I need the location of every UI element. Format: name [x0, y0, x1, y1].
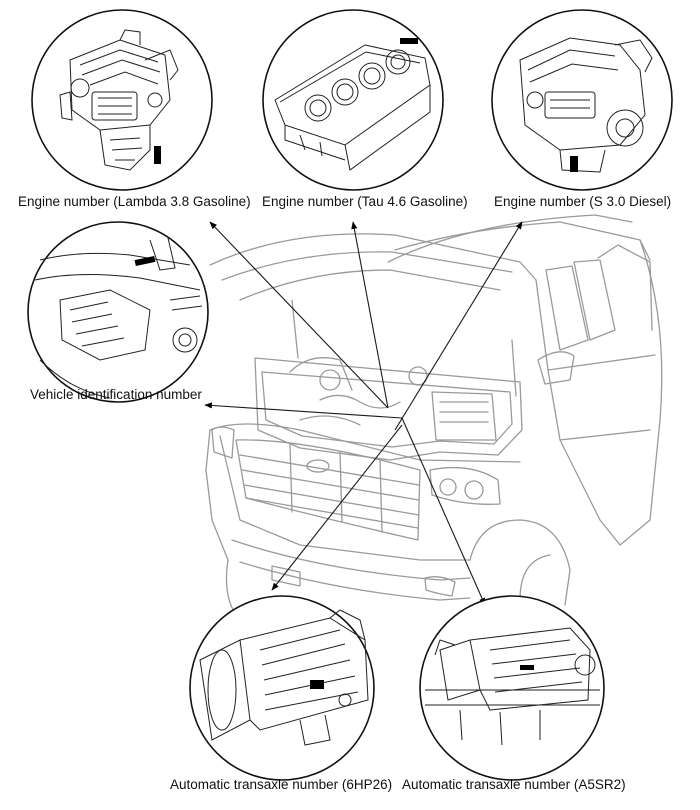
leader-line-vin — [204, 402, 403, 419]
label-engine-tau: Engine number (Tau 4.6 Gasoline) — [262, 194, 468, 209]
label-transaxle-6hp26: Automatic transaxle number (6HP26) — [170, 777, 393, 792]
engine-lambda-inset — [31, 9, 213, 191]
engine-number-marker-tau — [400, 38, 418, 44]
engine-number-marker-s30 — [570, 156, 578, 172]
engine-s30-inset — [491, 9, 673, 191]
leader-line-tau — [351, 221, 389, 409]
leader-lines — [204, 221, 523, 606]
label-vin: Vehicle identification number — [30, 387, 202, 402]
vehicle-illustration — [205, 214, 663, 621]
leader-line-lambda — [209, 221, 389, 409]
label-engine-lambda: Engine number (Lambda 3.8 Gasoline) — [18, 194, 251, 209]
leader-line-s30 — [394, 221, 523, 431]
vin-marker — [134, 255, 156, 267]
label-transaxle-a5sr2: Automatic transaxle number (A5SR2) — [402, 777, 626, 792]
transaxle-number-marker-a5sr2 — [520, 665, 534, 670]
vin-inset — [27, 221, 209, 403]
label-engine-s30: Engine number (S 3.0 Diesel) — [494, 194, 672, 209]
engine-tau-inset — [262, 9, 444, 191]
transaxle-number-marker-6hp26 — [310, 680, 324, 689]
leader-line-a5sr2 — [401, 417, 486, 606]
transaxle-a5sr2-inset — [419, 595, 605, 781]
engine-number-marker-lambda — [154, 146, 161, 164]
leader-line-6hp26 — [271, 424, 403, 591]
transaxle-6hp26-inset — [189, 595, 375, 781]
